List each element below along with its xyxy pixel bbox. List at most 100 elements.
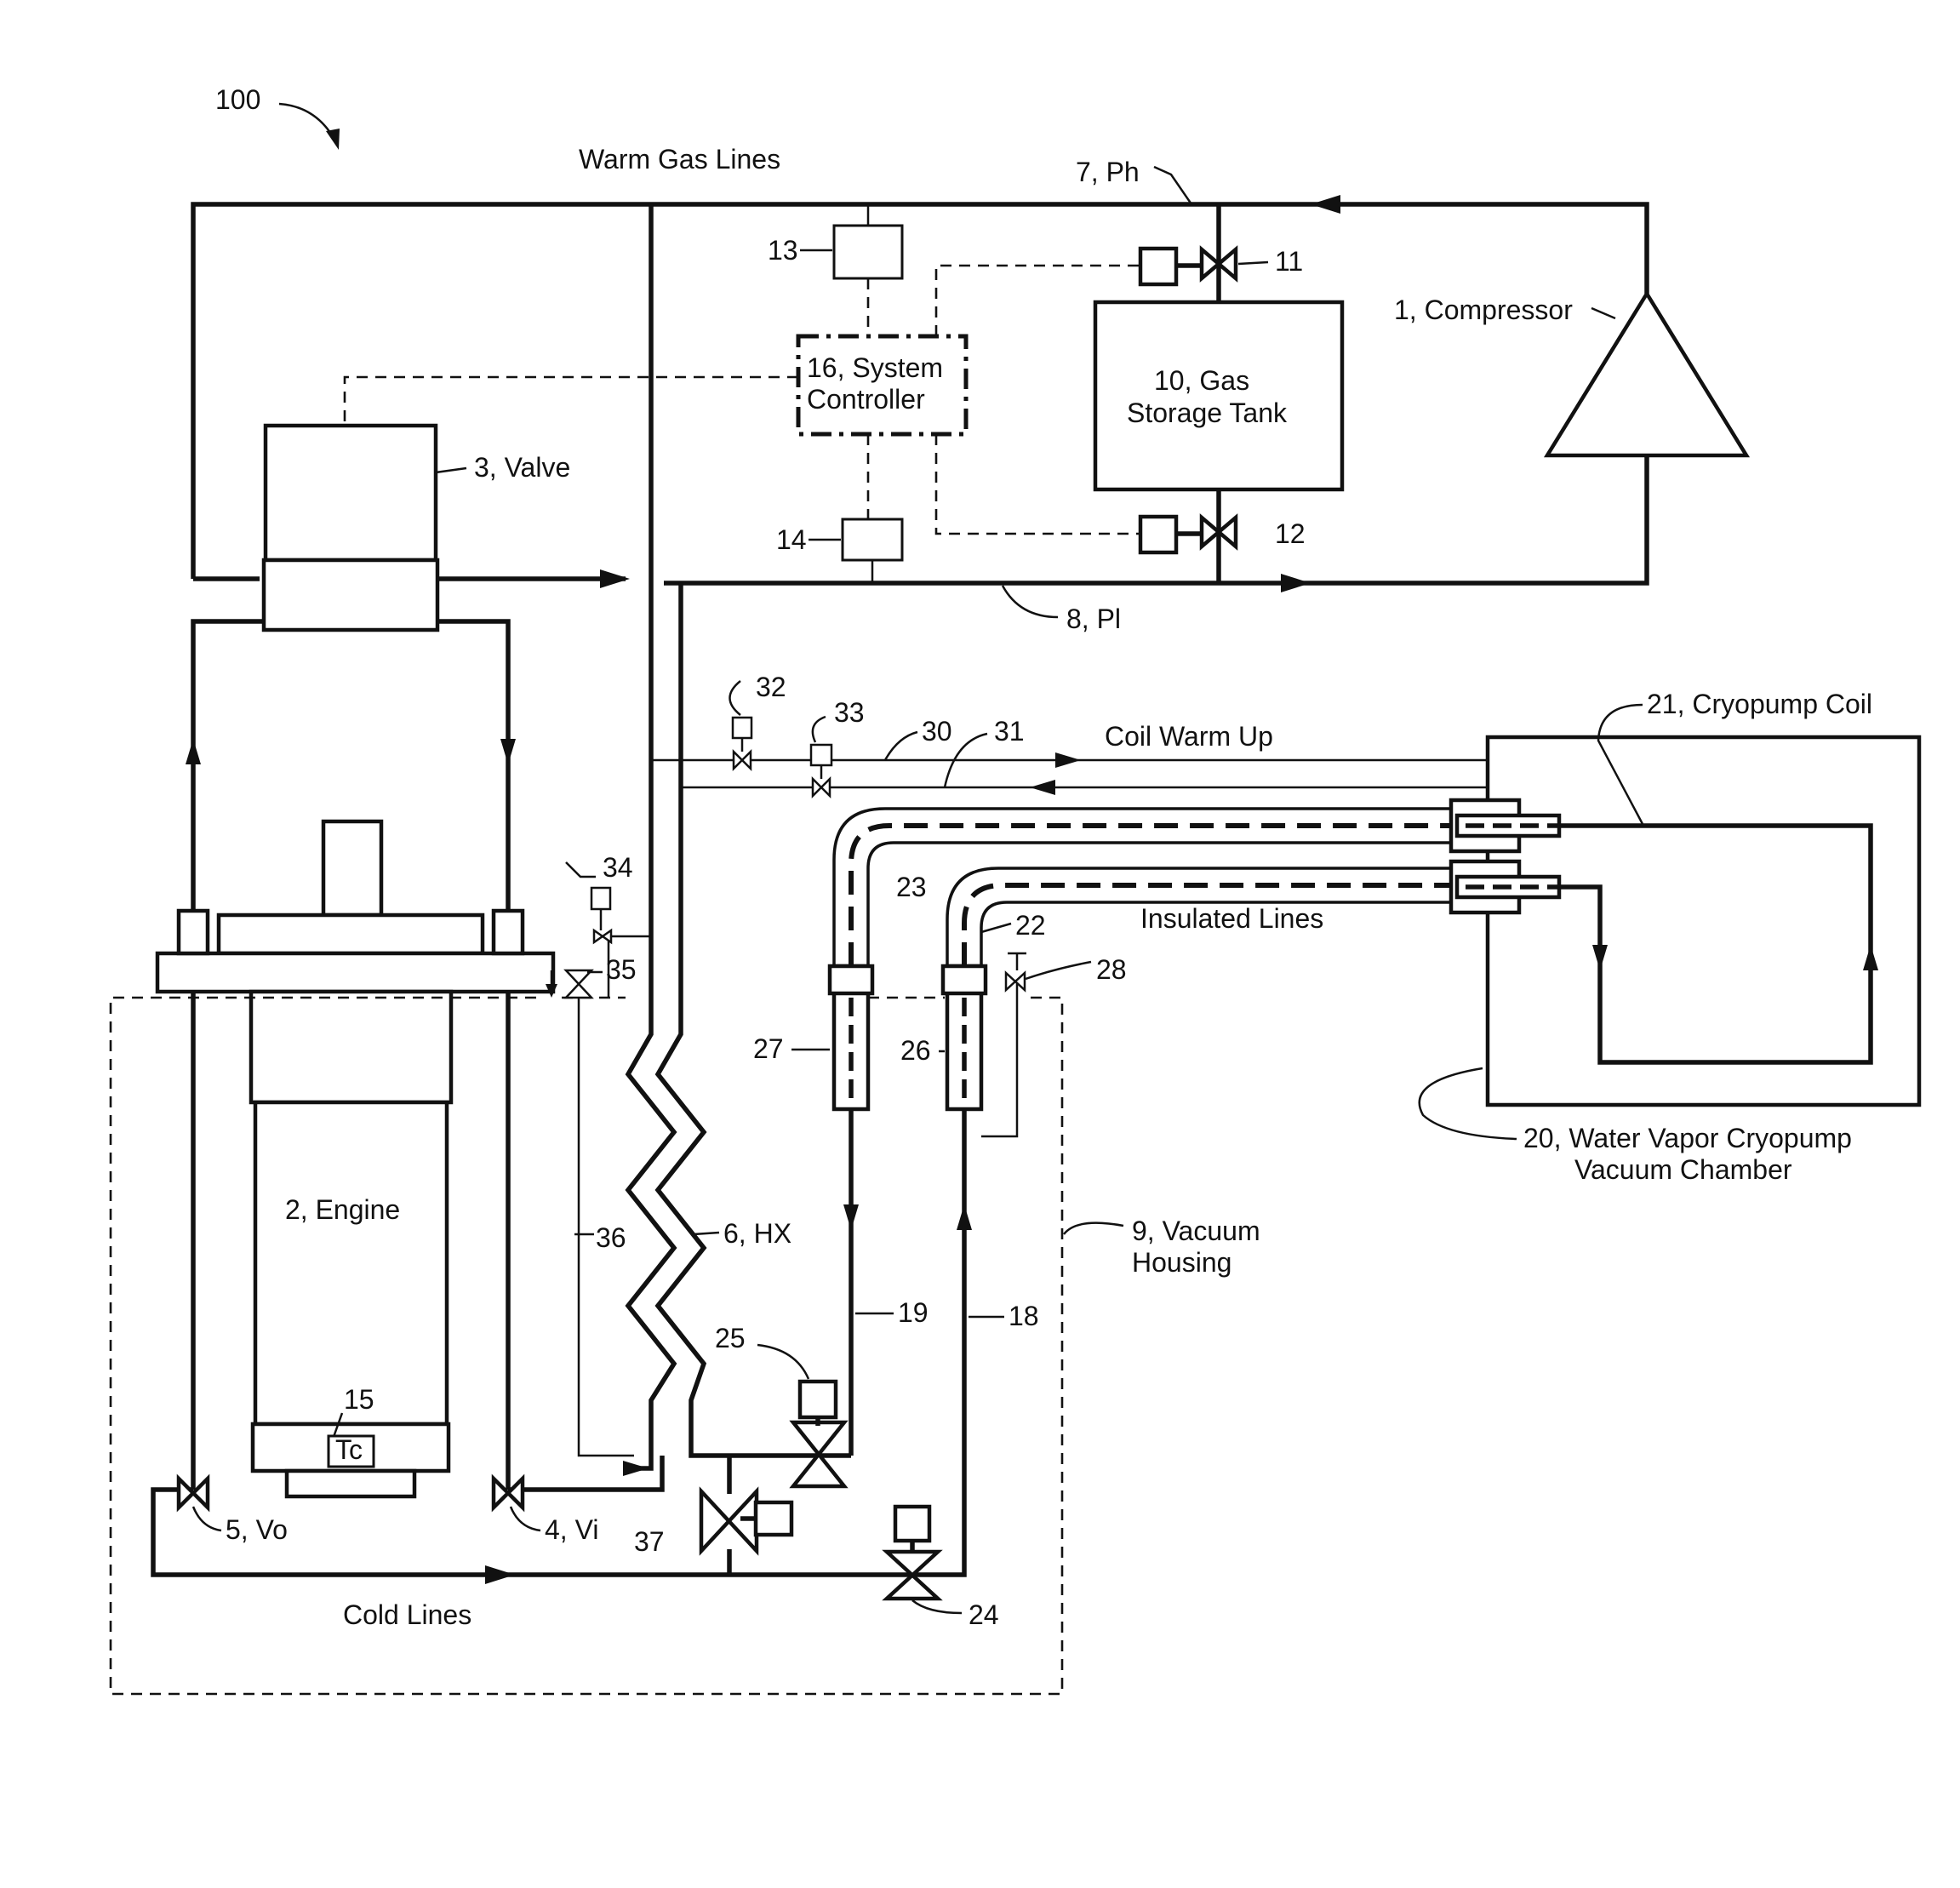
line-28 [981,983,1017,1136]
engine-upper-cylinder [251,992,451,1102]
ref-32-leader [730,681,741,715]
coil-label: 21, Cryopump Coil [1647,689,1872,719]
ref-28: 28 [1096,954,1127,985]
warm-gas-lines-label: Warm Gas Lines [579,144,780,174]
figure-ref: 100 [215,84,260,115]
tank-label-1: 10, Gas [1154,365,1249,396]
valve-28-handle [1008,953,1026,970]
ref-32: 32 [756,672,786,702]
ref-24-leader [912,1600,962,1613]
ref-11: 11 [1275,246,1303,277]
pl-leader [1003,586,1058,617]
vo-label: 5, Vo [226,1514,288,1545]
insulated-lines-label: Insulated Lines [1140,903,1323,934]
outlet-riser-arrow [186,739,201,764]
compressor-label: 1, Compressor [1394,295,1573,325]
coupling-26 [943,966,986,993]
ref-34: 34 [603,852,633,883]
valve-37-actuator [756,1502,791,1535]
line-31-arrow [1030,780,1055,795]
vi-label: 4, Vi [545,1514,598,1545]
line-18 [936,1109,964,1575]
figure-ref-leader [279,104,334,138]
line-18-arrow [957,1204,972,1230]
compressor-leader [1591,308,1615,318]
hx-high-pressure-pass [628,204,674,1468]
ref-24: 24 [969,1599,999,1630]
valve-24-actuator [895,1507,929,1541]
valve-33-actuator [811,745,831,765]
line-19-arrow [843,1204,859,1230]
ref-19: 19 [898,1297,929,1328]
engine-port-left [179,911,208,953]
compressor-symbol [1547,294,1746,455]
cold-lines-arrow [485,1565,515,1584]
engine-label: 2, Engine [285,1194,400,1225]
ref-11-leader [1238,262,1268,264]
valve-3-body [266,426,436,560]
pl-label: 8, Pl [1066,604,1121,634]
ph-flow-arrow [1311,195,1340,214]
ref-14: 14 [776,524,807,555]
tc-label: Tc [335,1434,363,1465]
ref-22: 22 [1015,910,1046,941]
coil-warm-up-label: Coil Warm Up [1105,721,1273,752]
line-30 [651,760,1583,826]
figure-ref-arrowhead [326,129,340,150]
ref-26: 26 [900,1035,931,1066]
tank-label-2: Storage Tank [1127,398,1288,428]
gas-storage-tank [1095,302,1342,489]
valve-12-actuator [1140,517,1176,552]
ref-33-leader [813,717,826,742]
valve-3-leader [436,468,466,472]
engine-top-plate [219,915,483,953]
valve-outlet-arrow [600,569,630,588]
chamber-label-1: 20, Water Vapor Cryopump [1523,1123,1852,1153]
ref-37: 37 [634,1526,665,1557]
hx-low-pressure-pass [658,583,851,1456]
ref-12: 12 [1275,518,1306,549]
engine-flange [157,953,553,992]
ref-34-leader [566,862,596,877]
ref-25-leader [757,1345,809,1379]
ref-18: 18 [1009,1301,1039,1331]
valve-11-actuator [1140,249,1176,284]
engine-motor [323,821,381,915]
ref-31: 31 [994,716,1025,747]
sensor-13 [834,226,902,278]
valve-33 [813,779,830,796]
cold-lines-label: Cold Lines [343,1599,471,1630]
ph-label: 7, Ph [1076,157,1140,187]
valve-32 [734,752,751,769]
coupling-27 [830,966,872,993]
ref-30: 30 [922,716,952,747]
hx-label: 6, HX [723,1218,791,1249]
engine-port-right [494,911,523,953]
vo-leader [193,1507,221,1530]
line-31 [681,787,1566,885]
ref-30-leader [885,732,917,760]
vi-leader [511,1507,540,1530]
ref-27: 27 [753,1033,784,1064]
vacuum-housing-leader [1064,1223,1123,1234]
engine-bottom-cap [287,1471,414,1496]
ref-36: 36 [596,1222,626,1253]
controller-label-1: 16, System [807,352,943,383]
ref-23: 23 [896,872,927,902]
ref-15: 15 [344,1384,374,1415]
ref-25: 25 [715,1323,746,1353]
ref-28-leader [1026,962,1091,979]
check-valve-35 [566,970,591,998]
valve-34 [594,930,611,942]
valve-34-actuator [591,888,610,909]
ph-leader [1154,167,1191,204]
ref-22-leader [981,924,1011,932]
vi-supply-line [508,1456,662,1490]
pl-flow-arrow [1281,574,1311,592]
line-30-arrow [1055,752,1081,768]
cryopump-chamber [1488,737,1919,1105]
ref-33: 33 [834,697,865,728]
vacuum-housing-label-1: 9, Vacuum [1132,1216,1260,1246]
valve-37 [701,1491,757,1551]
